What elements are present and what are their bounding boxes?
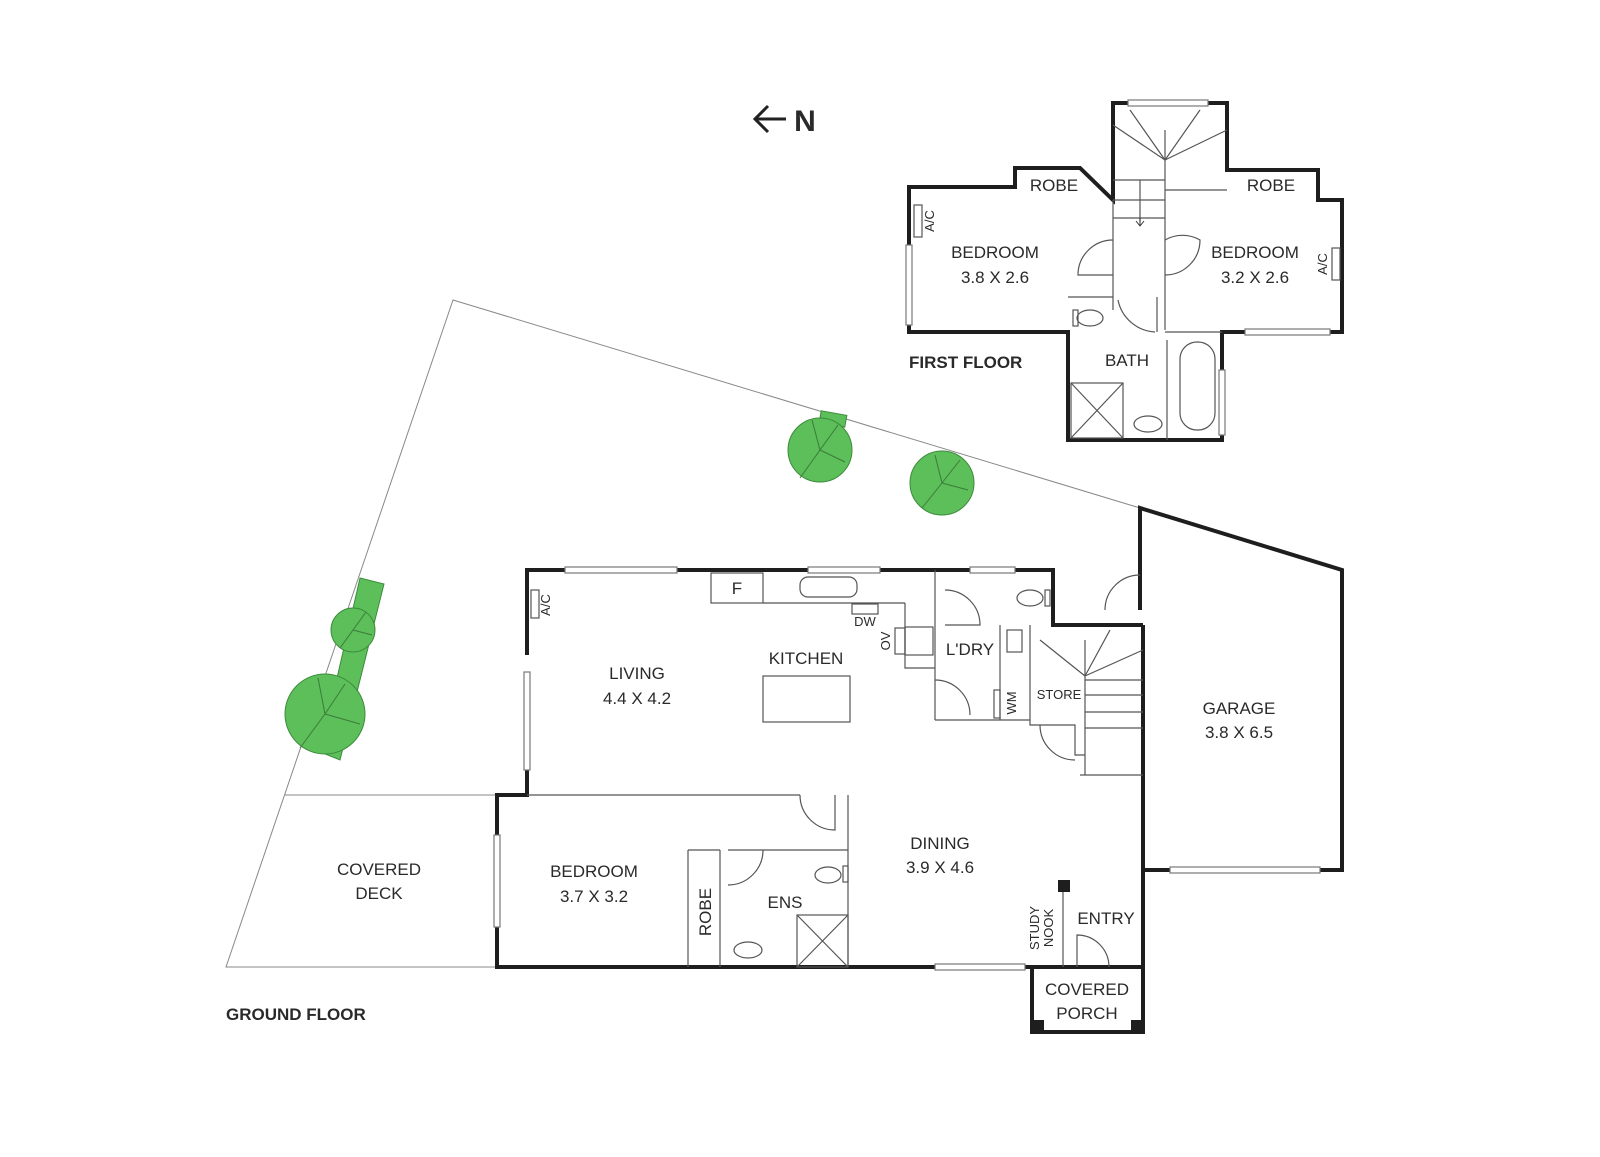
room-size: 3.2 X 2.6: [1221, 268, 1289, 287]
floor-title: FIRST FLOOR: [909, 353, 1022, 372]
room-label-store: STORE: [1037, 687, 1082, 702]
north-label: N: [794, 105, 816, 138]
room-label-robe: ROBE: [1030, 176, 1078, 195]
dishwasher-label: DW: [854, 614, 876, 629]
room-label-garage: GARAGE: [1203, 699, 1276, 718]
room-label-bedroom: BEDROOM: [550, 862, 638, 881]
room-label-robe: ROBE: [696, 888, 715, 936]
tree-icon: [284, 673, 366, 755]
trees: [284, 410, 975, 761]
room-label-ensuite: ENS: [768, 893, 803, 912]
room-label-laundry: L'DRY: [946, 640, 994, 659]
room-label-porch: COVERED: [1045, 980, 1129, 999]
first-floor-plan: ROBE ROBE BEDROOM 3.8 X 2.6 BEDROOM 3.2 …: [905, 99, 1344, 442]
room-size: 4.4 X 4.2: [603, 689, 671, 708]
fridge-label: F: [732, 579, 742, 598]
compass: N: [752, 104, 816, 138]
room-label-entry: ENTRY: [1077, 909, 1134, 928]
arrow-left-icon: [752, 104, 786, 134]
tree-icon: [787, 417, 853, 483]
ac-label: A/C: [922, 210, 937, 232]
room-label-dining: DINING: [910, 834, 970, 853]
room-label-bedroom: BEDROOM: [1211, 243, 1299, 262]
tree-icon: [330, 607, 376, 653]
room-label-deck: DECK: [355, 884, 403, 903]
ground-floor-plan: LIVING 4.4 X 4.2 KITCHEN F DW OV L'DRY W…: [226, 505, 1344, 1034]
room-label-kitchen: KITCHEN: [769, 649, 844, 668]
room-label-nook: NOOK: [1041, 909, 1056, 948]
room-label-porch: PORCH: [1056, 1004, 1117, 1023]
ac-label: A/C: [1315, 253, 1330, 275]
washing-machine-label: WM: [1004, 691, 1019, 714]
room-label-robe: ROBE: [1247, 176, 1295, 195]
tree-icon: [909, 450, 975, 516]
room-label-bedroom: BEDROOM: [951, 243, 1039, 262]
room-label-living: LIVING: [609, 664, 665, 683]
room-size: 3.8 X 2.6: [961, 268, 1029, 287]
room-label-deck: COVERED: [337, 860, 421, 879]
room-label-study: STUDY: [1027, 906, 1042, 950]
oven-label: OV: [878, 631, 893, 650]
room-size: 3.9 X 4.6: [906, 858, 974, 877]
ac-label: A/C: [538, 594, 553, 616]
room-label-bath: BATH: [1105, 351, 1149, 370]
floor-title: GROUND FLOOR: [226, 1005, 366, 1024]
room-size: 3.7 X 3.2: [560, 887, 628, 906]
room-size: 3.8 X 6.5: [1205, 723, 1273, 742]
